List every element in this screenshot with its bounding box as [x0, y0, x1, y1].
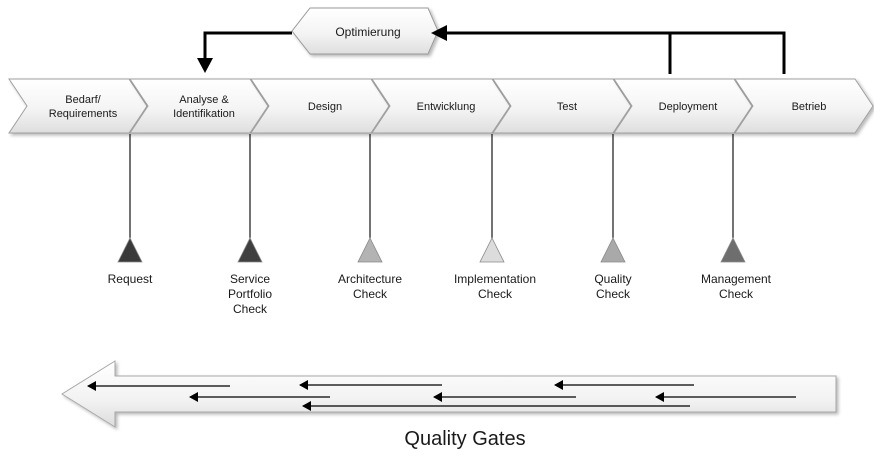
- stage-chevron: Bedarf/Requirements: [8, 78, 148, 134]
- stage-label: Test: [557, 101, 577, 113]
- feedback-line-betrieb: [446, 31, 786, 74]
- stage-label: Design: [308, 101, 342, 113]
- stage-shape: [613, 78, 753, 134]
- stage-label: Identifikation: [173, 108, 235, 120]
- stage-label: Entwicklung: [417, 101, 476, 113]
- stage-chevron: Entwicklung: [371, 78, 511, 134]
- feedback-arrowhead-optimization: [431, 25, 447, 41]
- feedback-line-to-analysis: [203, 31, 292, 60]
- gate-triangle-icon: [357, 237, 383, 263]
- stage-shape: [734, 78, 874, 134]
- gate-label: Implementation: [454, 272, 536, 286]
- stage-label: Betrieb: [792, 101, 827, 113]
- gate-label: Portfolio: [228, 287, 272, 301]
- quality-gates-arrow: [61, 360, 837, 428]
- gate-label: Quality: [594, 272, 631, 286]
- big-left-arrow: [61, 360, 837, 428]
- gate-label: Check: [478, 287, 513, 301]
- gate-label: Check: [233, 302, 268, 316]
- process-stages: Bedarf/Requirements Analyse & Identifikati…: [8, 78, 874, 134]
- quality-gates-caption: Quality Gates: [404, 428, 525, 450]
- gate-triangle-icon: [237, 237, 263, 263]
- stage-shape: [129, 78, 269, 134]
- stage-label: Analyse &: [179, 94, 229, 106]
- stage-chevron: Design: [250, 78, 390, 134]
- gate-label: Check: [719, 287, 754, 301]
- optimization-box: [291, 7, 439, 55]
- gate-triangle-icon: [117, 237, 143, 263]
- stage-chevron: Betrieb: [734, 78, 874, 134]
- optimization-label: Optimierung: [335, 25, 400, 39]
- stage-label: Requirements: [49, 108, 118, 120]
- stage-chevron: Analyse & Identifikation: [129, 78, 269, 134]
- stage-chevron: Deployment: [613, 78, 753, 134]
- optimization-loop: Optimierung: [197, 7, 786, 74]
- stage-shape: [8, 78, 148, 134]
- gate-label: Check: [596, 287, 631, 301]
- gate-label: Request: [108, 272, 153, 286]
- stage-shape: [492, 78, 632, 134]
- feedback-arrowhead-analysis: [197, 58, 213, 73]
- stage-label: Bedarf/: [65, 94, 101, 106]
- gate-label: Service: [230, 272, 270, 286]
- gate-triangle-icon: [720, 237, 746, 263]
- stage-shape: [250, 78, 390, 134]
- gate-triangle-icon: [479, 237, 505, 263]
- quality-gate: Request: [108, 134, 153, 286]
- gate-label: Check: [353, 287, 388, 301]
- stage-shape: [371, 78, 511, 134]
- gate-label: Architecture: [338, 272, 402, 286]
- gate-triangle-icon: [600, 237, 626, 263]
- return-arrows: [87, 380, 796, 411]
- stage-chevron: Test: [492, 78, 632, 134]
- gate-label: Management: [701, 272, 772, 286]
- stage-label: Deployment: [659, 101, 718, 113]
